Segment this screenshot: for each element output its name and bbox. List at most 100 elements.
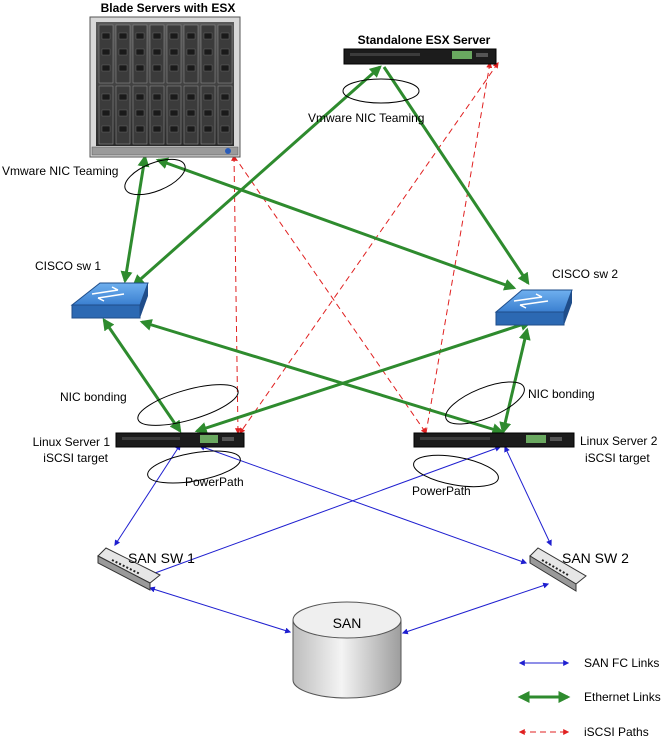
powerpath-2-label: PowerPath [412,484,471,498]
blade-slot-grille [186,64,196,72]
blade-slot-grille [135,125,145,133]
fc-linux2-sansw2 [504,445,552,547]
blade-slot-grille [152,64,162,72]
blade-slot-grille [152,125,162,133]
linux-server-1 [115,432,245,448]
eth-cisco2-linux1 [194,319,533,434]
grouping-ellipses [124,78,525,488]
fc-linux2-sansw1 [154,445,502,574]
blade-slot-grille [118,125,128,133]
ethernet-links [102,65,533,435]
san-sw1-label: SAN SW 1 [128,550,195,566]
legend-ethernet-label: Ethernet Links [584,690,661,704]
standalone-esx-server [343,48,497,65]
powerpath-ellipse-1 [147,450,241,484]
blade-slot-grille [101,64,111,72]
blade-slot-grille [135,93,145,101]
san-switch-1 [97,547,161,591]
nic-team-ellipse-standalone [342,78,420,104]
blade-slot-grille [135,48,145,56]
san-switch-2 [529,547,587,592]
cisco-sw1-label: CISCO sw 1 [35,259,101,273]
linux-server-2-label: Linux Server 2 [580,434,658,448]
san-label: SAN [333,615,362,631]
blade-slot-grille [169,125,179,133]
blade-slot-grille [220,64,230,72]
blade-slot-grille [203,93,213,101]
blade-slot-grille [203,109,213,117]
eth-standalone-cisco1 [132,65,382,287]
eth-cisco1-linux2 [139,319,505,435]
blade-slot-grille [220,109,230,117]
legend: SAN FC Links Ethernet Links iSCSI Paths [517,656,661,739]
fc-linux1-sansw1 [114,443,181,547]
powerpath-1-label: PowerPath [185,475,244,489]
eth-blade-cisco1 [120,154,150,284]
san-storage [292,601,402,699]
blade-slot-grille [186,32,196,40]
blade-slot-grille [203,32,213,40]
blade-slot-grille [135,64,145,72]
linux-server-2 [413,432,575,448]
blade-slot-grille [118,109,128,117]
blade-slot-grille [169,32,179,40]
legend-san-fc-label: SAN FC Links [584,656,659,670]
blade-slot-grille [101,32,111,40]
nic-bond-ellipse-2 [445,381,525,425]
nic-teaming-standalone-label: Vmware NIC Teaming [308,111,424,125]
blade-slot-grille [101,109,111,117]
blade-slot-grille [186,93,196,101]
blade-slot-grille [186,125,196,133]
blade-slot-grille [203,64,213,72]
blade-slot-grille [203,125,213,133]
fc-sansw2-san [401,582,550,635]
blade-slot-grille [203,48,213,56]
iscsi-standalone-linux2 [425,61,493,434]
blade-slot-grille [220,48,230,56]
san-fc-links [114,443,552,635]
blade-slot-grille [152,48,162,56]
blade-slot-grille [118,32,128,40]
fc-sansw1-san [148,586,292,634]
standalone-esx-label: Standalone ESX Server [358,33,491,47]
blade-slot-grille [220,93,230,101]
blade-slot-grille [186,48,196,56]
blade-slot-grille [101,125,111,133]
nic-teaming-blade-label: Vmware NIC Teaming [2,164,118,178]
blade-server-chassis [89,16,241,158]
blade-slot-grille [169,109,179,117]
fc-linux1-sansw2 [198,444,528,565]
blade-slot-grille [152,93,162,101]
eth-standalone-cisco2 [382,66,530,285]
linux-server-1-role: iSCSI target [43,451,108,465]
blade-slot-grille [169,48,179,56]
blade-slot-grille [220,32,230,40]
blade-slot-grille [118,48,128,56]
blade-server-label: Blade Servers with ESX [101,1,236,15]
san-sw2-label: SAN SW 2 [562,550,629,566]
blade-slot-grille [101,93,111,101]
cisco-switch-2 [494,289,573,326]
blade-slot-grille [101,48,111,56]
nic-bonding-2-label: NIC bonding [528,387,595,401]
blade-slot-grille [169,93,179,101]
eth-cisco1-linux1 [102,318,182,433]
blade-slot-grille [169,64,179,72]
blade-slot-grille [118,93,128,101]
blade-slots [98,24,233,145]
eth-cisco2-linux2 [499,327,531,435]
cisco-switch-1 [70,282,149,319]
blade-slot-grille [152,32,162,40]
linux-server-1-label: Linux Server 1 [33,435,111,449]
blade-slot-grille [186,109,196,117]
legend-iscsi-label: iSCSI Paths [584,725,649,739]
cisco-sw2-label: CISCO sw 2 [552,267,618,281]
nic-bond-ellipse-1 [137,384,239,426]
powerpath-ellipse-2 [413,454,499,488]
blade-slot-grille [135,109,145,117]
linux-server-2-role: iSCSI target [585,451,650,465]
blade-slot-grille [220,125,230,133]
blade-slot-grille [152,109,162,117]
